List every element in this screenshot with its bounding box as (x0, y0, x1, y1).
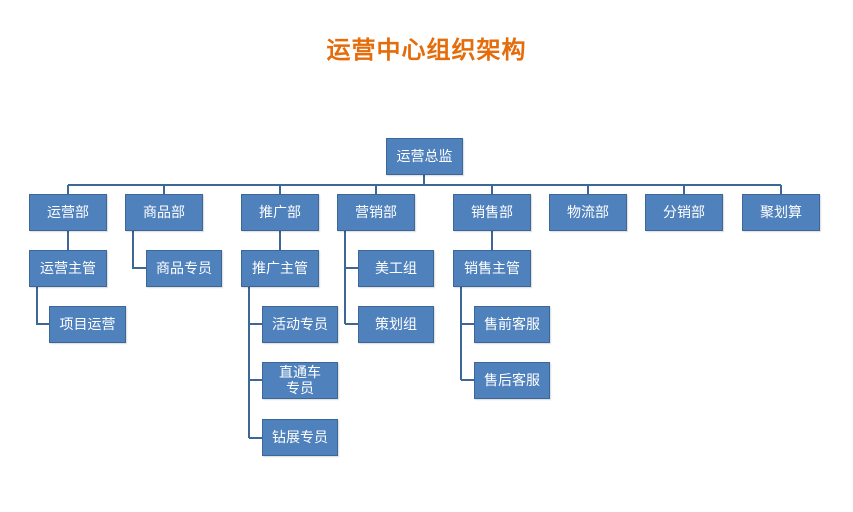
node-diamond-specialist: 钻展专员 (262, 419, 338, 456)
node-aftersales-service: 售后客服 (474, 362, 550, 399)
node-juhuasuan: 聚划算 (742, 194, 820, 231)
node-planning-team: 策划组 (358, 306, 434, 343)
node-distribution-dept: 分销部 (645, 194, 723, 231)
node-promo-dept: 推广部 (241, 194, 319, 231)
node-sales-manager: 销售主管 (453, 250, 531, 287)
node-ops-dept: 运营部 (29, 194, 107, 231)
diagram-title: 运营中心组织架构 (326, 36, 527, 64)
node-art-team: 美工组 (358, 250, 434, 287)
node-product-dept: 商品部 (125, 194, 203, 231)
node-ops-manager: 运营主管 (29, 250, 107, 287)
node-product-specialist: 商品专员 (146, 250, 222, 287)
node-root: 运营总监 (386, 138, 463, 175)
node-marketing-dept: 营销部 (337, 194, 415, 231)
node-logistics-dept: 物流部 (549, 194, 627, 231)
node-project-ops: 项目运营 (49, 306, 126, 343)
node-sales-dept: 销售部 (453, 194, 531, 231)
node-ztc-specialist: 直通车专员 (262, 362, 338, 399)
node-event-specialist: 活动专员 (262, 306, 338, 343)
node-promo-manager: 推广主管 (241, 250, 319, 287)
node-presales-service: 售前客服 (474, 306, 550, 343)
